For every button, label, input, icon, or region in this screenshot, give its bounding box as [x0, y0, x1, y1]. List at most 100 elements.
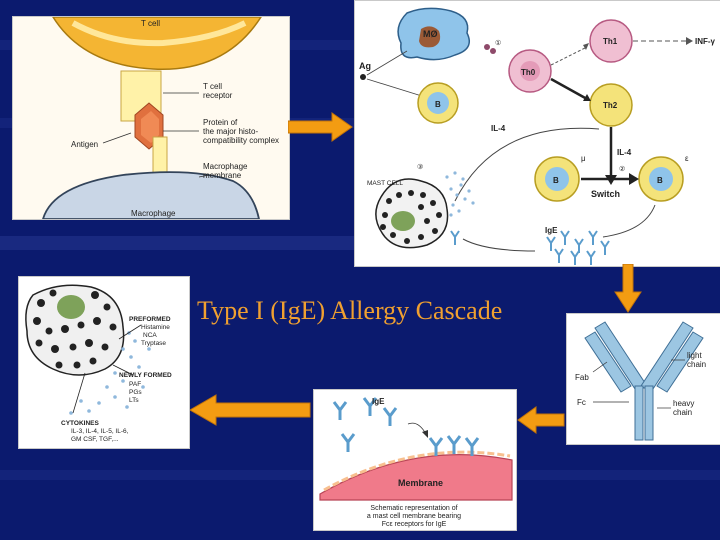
- membrane-receptors-strip: [323, 450, 511, 492]
- released-mediators: [445, 171, 475, 217]
- label-fc: Fc: [577, 398, 586, 407]
- ige-antibody-diagram: Fab Fc light chain heavy chain: [575, 321, 706, 441]
- ag-to-macrophage-line: [366, 50, 408, 76]
- antigen-inner: [141, 111, 159, 143]
- label-t-cell-receptor-2: receptor: [203, 91, 233, 100]
- ige-antibody-structure-panel: Fab Fc light chain heavy chain: [566, 313, 720, 445]
- label-fab: Fab: [575, 373, 589, 382]
- th0-to-th2-line: [550, 77, 588, 101]
- label-membrane: Membrane: [398, 478, 443, 488]
- light-chain-right: [656, 331, 704, 393]
- fab-leader-line: [592, 361, 608, 373]
- mast-cell-granules: [380, 190, 442, 244]
- preformed-pointer: [118, 324, 142, 340]
- fc-stem-right: [644, 385, 654, 441]
- fc-stem-left: [634, 385, 644, 441]
- th-cascade-diagram: MØ Ag Th0 Th1 Th2 INF-γ IL-4 IL-4 B B B …: [359, 7, 716, 265]
- b-cell-mu-nucleus: [545, 167, 569, 191]
- label-heavy-1: heavy: [673, 399, 694, 408]
- label-b-naive: B: [435, 100, 441, 109]
- th0-to-th1-line: [550, 46, 588, 66]
- label-b-mu: B: [553, 176, 559, 185]
- label-nca: NCA: [143, 332, 157, 339]
- label-step-3: ③: [417, 163, 423, 171]
- b-to-ige-line: [602, 204, 656, 238]
- label-pgs: PGs: [129, 389, 142, 396]
- flow-arrow-down-icon: [614, 264, 642, 313]
- label-il4-left: IL-4: [491, 124, 506, 133]
- antigen-dot: [484, 44, 490, 50]
- mast-cell-nucleus: [57, 295, 85, 319]
- tcell-antigen-presentation-panel: T cell T cell receptor Protein of the ma…: [12, 16, 290, 220]
- label-epsilon: ε: [685, 154, 689, 163]
- mast-cell-granules: [33, 289, 117, 369]
- label-th1: Th1: [603, 37, 618, 46]
- macrophage-nucleus: [419, 26, 441, 48]
- label-step-1: ①: [495, 39, 501, 47]
- label-mhc-3: compatibility complex: [203, 136, 279, 145]
- light-chain-left: [584, 331, 632, 393]
- flow-arrow-left-icon: [517, 406, 565, 434]
- label-ige: IgE: [545, 226, 558, 235]
- label-paf: PAF: [129, 381, 141, 388]
- il4-curve: [454, 127, 600, 202]
- ag-to-b-line: [366, 78, 426, 98]
- label-mast-cell: MAST CELL: [367, 180, 403, 187]
- flow-arrow-left-long-icon: [188, 394, 311, 426]
- receptor-bound-ige: [428, 435, 480, 456]
- label-th2: Th2: [603, 101, 618, 110]
- label-cytokines-2: GM CSF, TGF,...: [71, 436, 119, 443]
- mast-cell-membrane-panel: IgE Membrane Schematic representation of…: [313, 389, 517, 531]
- caption-line-2: a mast cell membrane bearing: [367, 513, 461, 520]
- membrane-leader-line: [198, 174, 210, 178]
- free-ige-antibodies: [332, 397, 398, 452]
- mhc-protein-shape: [152, 136, 168, 176]
- label-histamine: Histamine: [141, 324, 170, 331]
- label-newly-formed: NEWLY FORMED: [119, 372, 172, 379]
- label-antigen: Antigen: [71, 140, 98, 149]
- label-tryptase: Tryptase: [141, 340, 166, 347]
- label-t-cell-receptor-1: T cell: [203, 82, 222, 91]
- label-th0: Th0: [521, 68, 536, 77]
- th2-cell: [589, 83, 633, 127]
- antigen-leader-line: [102, 132, 132, 144]
- label-membrane-1: Macrophage: [203, 162, 248, 171]
- label-mu: μ: [581, 154, 586, 163]
- mast-cell: [375, 178, 449, 249]
- slide-title: Type I (IgE) Allergy Cascade: [197, 296, 503, 325]
- label-cytokines-1: IL-3, IL-4, IL-5, IL-6,: [71, 428, 129, 435]
- label-ige: IgE: [372, 397, 385, 406]
- label-step-2: ②: [619, 165, 625, 173]
- label-lts: LTs: [129, 397, 139, 404]
- label-cytokines: CYTOKINES: [61, 420, 99, 427]
- label-mo: MØ: [423, 29, 438, 39]
- label-heavy-2: chain: [673, 408, 692, 417]
- label-preformed: PREFORMED: [129, 316, 171, 323]
- ige-to-mast-curve: [462, 238, 536, 252]
- label-light-1: light: [687, 351, 702, 360]
- label-inf-gamma: INF-γ: [695, 37, 716, 46]
- b-cell-nucleus: [427, 92, 449, 114]
- macrophage-membrane-shape: [42, 171, 260, 219]
- label-light-2: chain: [687, 360, 706, 369]
- label-membrane-2: membrane: [203, 171, 242, 180]
- flow-arrow-right-icon: [288, 112, 353, 142]
- label-macrophage: Macrophage: [131, 209, 176, 218]
- caption-line-1: Schematic representation of: [370, 505, 457, 512]
- caption-line-3: Fcε receptors for IgE: [382, 521, 447, 528]
- arrowhead-icon: [583, 43, 589, 50]
- membrane-shape: [319, 453, 513, 501]
- ag-dot: [360, 74, 366, 80]
- mast-cell-mediators-panel: PREFORMED Histamine NCA Tryptase NEWLY F…: [18, 276, 190, 449]
- tcell-diagram: T cell T cell receptor Protein of the ma…: [42, 17, 279, 219]
- th1-cell: [589, 19, 633, 63]
- newly-formed-pointer: [112, 364, 134, 376]
- mast-cell-nucleus: [391, 211, 415, 231]
- th0-nucleus: [520, 61, 540, 81]
- label-b-epsilon: B: [657, 176, 663, 185]
- antigen-dot: [490, 48, 496, 54]
- arrowhead-icon: [686, 37, 693, 45]
- th-differentiation-panel: MØ Ag Th0 Th1 Th2 INF-γ IL-4 IL-4 B B B …: [354, 0, 720, 267]
- mast-cell: [25, 284, 125, 376]
- label-ag: Ag: [359, 61, 371, 71]
